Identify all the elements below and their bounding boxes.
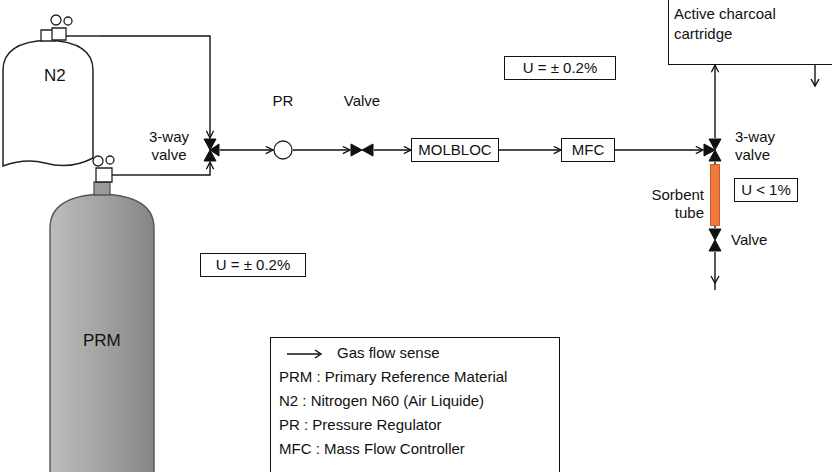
uncertainty-box: U = ± 0.2% — [504, 56, 616, 80]
symbol-shape — [273, 140, 293, 160]
pressure-regulator: PR — [273, 140, 293, 160]
symbol-shape — [707, 228, 723, 252]
legend-text: N2 : Nitrogen N60 (Air Liquide) — [279, 392, 484, 409]
legend-row: PRM : Primary Reference Material — [271, 365, 559, 389]
regulator-gauge — [51, 15, 61, 25]
legend-arrow-sample — [285, 347, 325, 361]
cylinder-body — [50, 194, 154, 472]
valve-triangle — [210, 144, 219, 156]
gas-line — [160, 162, 210, 175]
gas-line — [374, 149, 411, 150]
box-label: Active charcoal cartridge — [674, 4, 814, 44]
box-label: MOLBLOC — [418, 141, 491, 159]
gas-cylinder: N2 — [0, 8, 100, 168]
legend-text: MFC : Mass Flow Controller — [279, 440, 465, 457]
legend-text: PR : Pressure Regulator — [279, 416, 442, 433]
legend-text: Gas flow sense — [337, 344, 440, 361]
molbloc-box: MOLBLOC — [411, 138, 499, 162]
part-label: Sorbent tube — [638, 186, 704, 222]
mfc-box: MFC — [561, 138, 615, 162]
outlet-pipe — [66, 35, 100, 36]
vent-arrowhead — [811, 79, 819, 86]
charcoal-cartridge: Active charcoal cartridge — [668, 0, 832, 65]
three-way-valve: 3-way valve — [200, 138, 220, 162]
symbol-shape — [0, 8, 100, 168]
regulator-body — [96, 168, 112, 182]
sample-line — [287, 353, 321, 354]
box-label: MFC — [572, 141, 605, 159]
part-label: 3-way valve — [144, 128, 194, 164]
legend-row: Gas flow sense — [271, 341, 559, 365]
symbol-shape — [350, 142, 374, 158]
cylinder-body — [3, 40, 93, 166]
regulator-circle — [274, 141, 292, 159]
gas-line — [499, 149, 561, 150]
gas-line — [615, 149, 703, 150]
vent-line — [814, 65, 815, 86]
legend-row: MFC : Mass Flow Controller — [271, 437, 559, 461]
part-label: 3-way valve — [735, 128, 785, 164]
cylinder-label: N2 — [44, 66, 66, 86]
valve-triangle — [709, 229, 721, 240]
legend-box: Gas flow sensePRM : Primary Reference Ma… — [270, 337, 560, 472]
uncertainty-box: U < 1% — [734, 178, 798, 202]
legend-text: PRM : Primary Reference Material — [279, 368, 507, 385]
valve-symbol: Valve — [707, 228, 723, 252]
regulator-body — [52, 28, 66, 40]
valve-triangle — [709, 240, 721, 251]
gas-line — [714, 226, 715, 228]
symbol-shape — [703, 138, 727, 162]
regulator-gauge — [106, 156, 114, 164]
cylinder-neck — [94, 182, 110, 195]
gas-line — [714, 65, 715, 138]
valve-triangle — [709, 139, 721, 150]
sorbent-tube: Sorbent tube — [710, 164, 720, 226]
valve-triangle — [362, 144, 373, 156]
gas-line — [100, 36, 210, 138]
valve-triangle — [351, 144, 362, 156]
symbol-shape — [710, 164, 720, 226]
cylinder-label: PRM — [83, 331, 121, 351]
part-label: PR — [273, 92, 294, 110]
legend-row: N2 : Nitrogen N60 (Air Liquide) — [271, 389, 559, 413]
box-label: U < 1% — [741, 181, 791, 199]
valve-symbol: Valve — [350, 142, 374, 158]
regulator-gauge — [64, 17, 72, 25]
gas-cylinder: PRM — [48, 150, 160, 472]
gas-line — [714, 162, 715, 164]
symbol-shape — [48, 150, 160, 472]
regulator-gauge — [93, 156, 103, 166]
valve-triangle — [709, 150, 721, 161]
sample-head — [315, 350, 321, 358]
uncertainty-box: U = ± 0.2% — [200, 253, 306, 277]
box-label: U = ± 0.2% — [216, 256, 291, 274]
symbol-shape — [200, 138, 220, 162]
gas-line — [220, 149, 273, 150]
box-label: U = ± 0.2% — [523, 59, 598, 77]
tube-body — [711, 165, 720, 226]
gas-line — [293, 149, 350, 150]
three-way-valve: 3-way valve — [703, 138, 727, 162]
outlet-arrowhead — [711, 276, 719, 283]
part-label: Valve — [344, 92, 380, 110]
part-label: Valve — [731, 231, 767, 249]
outlet-pipe — [112, 174, 160, 175]
legend-row: PR : Pressure Regulator — [271, 413, 559, 437]
